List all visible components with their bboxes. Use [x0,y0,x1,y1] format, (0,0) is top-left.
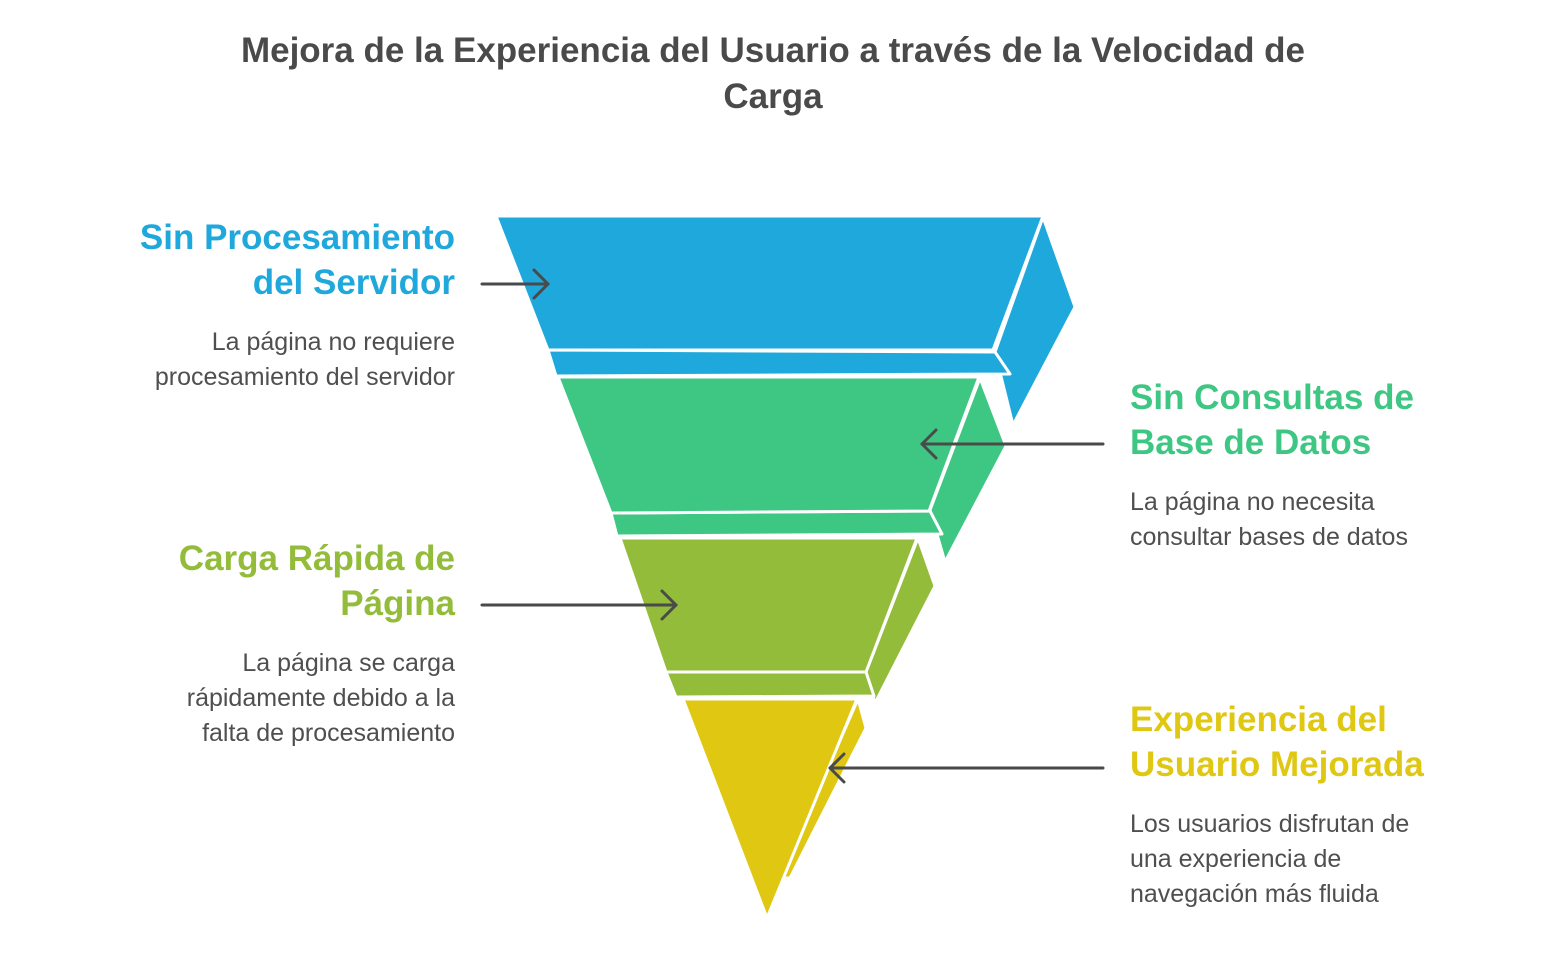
stage-3-title: Carga Rápida de Página [179,536,455,626]
stage-3-label: Carga Rápida de Página La página se carg… [179,536,455,751]
funnel-level-3 [618,536,937,705]
stage-1-title-line-2: del Servidor [252,263,455,302]
stage-4-desc-line-2: una experiencia de [1130,845,1342,873]
stage-1-description: La página no requiere procesamiento del … [140,325,455,395]
arrow-3 [480,589,678,621]
funnel-level-2-bottom [609,509,944,538]
title-line-1: Mejora de la Experiencia del Usuario a t… [240,31,1306,70]
stage-2-label: Sin Consultas de Base de Datos La página… [1130,375,1414,555]
stage-2-title: Sin Consultas de Base de Datos [1130,375,1414,465]
diagram-title: Mejora de la Experiencia del Usuario a t… [0,28,1546,120]
stage-2-title-line-1: Sin Consultas de [1130,378,1414,417]
stage-4-description: Los usuarios disfrutan de una experienci… [1130,807,1424,912]
stage-2-description: La página no necesita consultar bases de… [1130,485,1414,555]
funnel-level-1-front [494,214,1045,352]
funnel-level-3-front [618,536,919,674]
stage-3-title-line-2: Página [340,584,455,623]
title-line-2: Carga [723,77,823,116]
stage-4-desc-line-3: navegación más fluida [1130,880,1379,908]
funnel-level-2-front [556,375,981,515]
stage-1-title: Sin Procesamiento del Servidor [140,215,455,305]
funnel-level-4 [681,697,868,920]
stage-3-desc-line-3: falta de procesamiento [202,719,455,747]
stage-1-desc-line-1: La página no requiere [211,328,455,356]
stage-3-title-line-1: Carga Rápida de [178,539,455,578]
funnel-level-4-front [681,697,859,920]
stage-4-title-line-2: Usuario Mejorada [1130,745,1424,784]
funnel-level-1-bottom [546,348,1012,378]
arrow-2 [920,428,1105,460]
stage-2-desc-line-2: consultar bases de datos [1130,523,1408,551]
arrow-4 [828,752,1105,784]
arrow-1 [480,268,550,300]
stage-4-title: Experiencia del Usuario Mejorada [1130,697,1424,787]
stage-1-title-line-1: Sin Procesamiento [139,218,455,257]
stage-3-description: La página se carga rápidamente debido a … [179,646,455,751]
stage-4-label: Experiencia del Usuario Mejorada Los usu… [1130,697,1424,912]
funnel-level-1-side [993,215,1077,427]
stage-3-desc-line-2: rápidamente debido a la [186,684,455,712]
stage-2-desc-line-1: La página no necesita [1130,488,1375,516]
funnel-level-1 [494,214,1077,427]
stage-4-desc-line-1: Los usuarios disfrutan de [1130,810,1410,838]
stage-2-title-line-2: Base de Datos [1130,423,1372,462]
funnel-level-3-bottom [664,670,876,699]
stage-1-desc-line-2: procesamiento del servidor [154,363,455,391]
stage-3-desc-line-1: La página se carga [242,649,455,677]
stage-1-label: Sin Procesamiento del Servidor La página… [140,215,455,395]
stage-4-title-line-1: Experiencia del [1130,700,1387,739]
funnel-level-2 [556,375,1008,564]
